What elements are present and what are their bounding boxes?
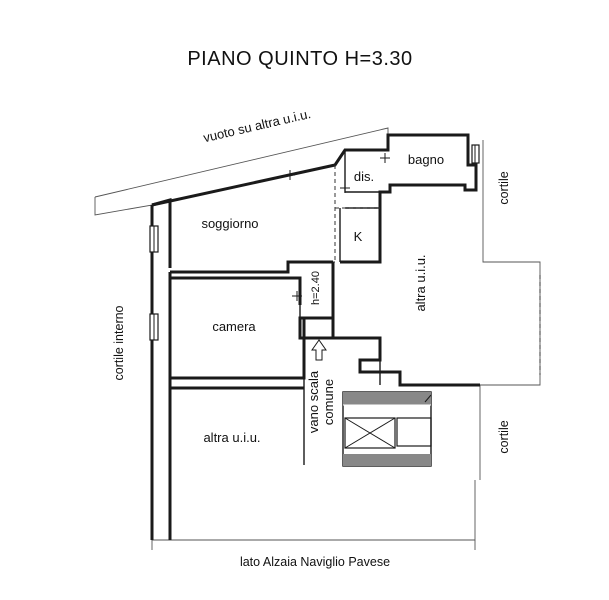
label-h240: h=2.40 xyxy=(310,271,322,305)
label-bagno: bagno xyxy=(408,152,444,167)
label-comune: comune xyxy=(321,379,336,425)
window-marks xyxy=(149,144,480,341)
label-altra-bottom: altra u.i.u. xyxy=(203,430,260,445)
label-bottom-side: lato Alzaia Naviglio Pavese xyxy=(240,555,390,569)
label-vuoto: vuoto su altra u.i.u. xyxy=(202,106,312,145)
label-camera: camera xyxy=(212,319,256,334)
label-dis: dis. xyxy=(354,169,374,184)
plan-title: PIANO QUINTO H=3.30 xyxy=(187,48,412,70)
stair-flight xyxy=(342,391,432,467)
label-vano-scala: vano scala xyxy=(306,370,321,433)
door-ticks xyxy=(285,153,390,301)
label-cortile-top: cortile xyxy=(497,171,511,204)
entrance-arrow-icon xyxy=(311,339,327,361)
apartment-walls xyxy=(150,133,480,540)
label-cortile-interno: cortile interno xyxy=(112,305,126,380)
label-altra-right: altra u.i.u. xyxy=(413,254,428,311)
label-cortile-bottom: cortile xyxy=(497,420,511,453)
label-soggiorno: soggiorno xyxy=(201,216,258,231)
dashed-lines xyxy=(333,165,541,375)
label-k: K xyxy=(354,229,363,244)
